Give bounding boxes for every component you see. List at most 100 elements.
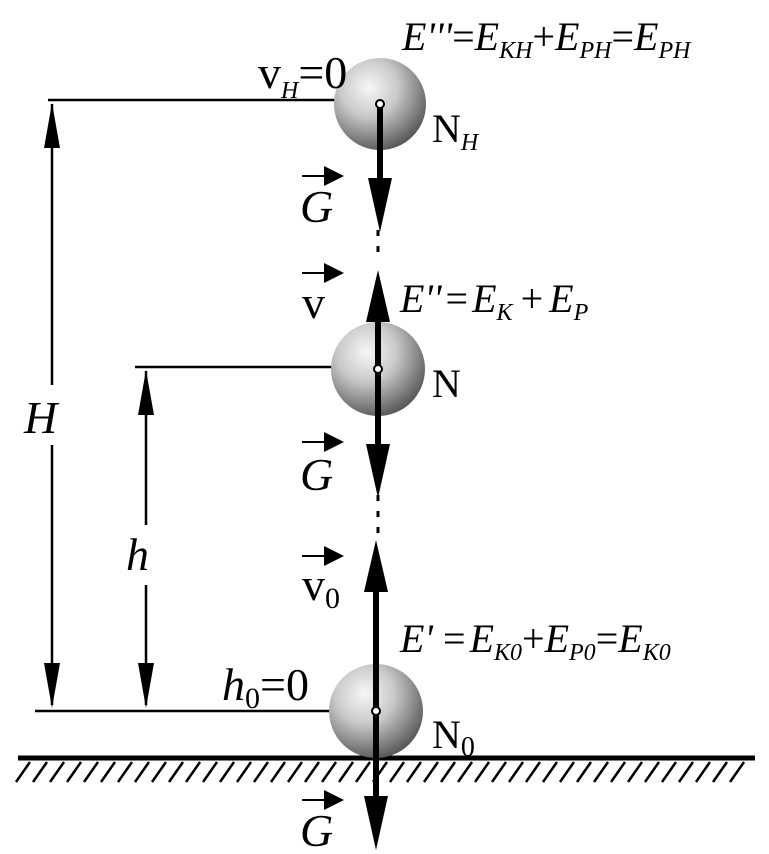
label-point-middle: N xyxy=(432,361,461,406)
hatch-stroke xyxy=(184,761,202,783)
gravity-symbol: G xyxy=(300,181,333,232)
hatch-stroke xyxy=(99,761,117,783)
svg-text:NH: NH xyxy=(432,106,480,156)
point-top xyxy=(375,99,385,109)
hatch-stroke xyxy=(65,761,83,783)
dimension-h-label: h xyxy=(126,529,149,580)
ek-subscript: KH xyxy=(498,38,534,64)
hatch-stroke xyxy=(609,761,627,783)
gravity-arrow-top xyxy=(368,104,392,232)
dimension-h-arrow-down xyxy=(138,663,154,708)
hatch-stroke xyxy=(422,761,440,783)
gravity-symbol: G xyxy=(300,449,333,500)
v-symbol: v xyxy=(258,47,281,98)
gravity-symbol: G xyxy=(300,805,333,854)
velocity-subscript: 0 xyxy=(325,582,340,615)
dimension-h: h xyxy=(122,370,172,708)
ek-symbol: E xyxy=(474,14,499,59)
plus: + xyxy=(521,276,544,321)
hatch-stroke xyxy=(116,761,134,783)
hatch-stroke xyxy=(286,761,304,783)
ep-subscript: PH xyxy=(578,38,613,64)
hatch-stroke xyxy=(201,761,219,783)
dimension-H-label: H xyxy=(23,392,60,443)
dimension-H-arrow-down xyxy=(44,663,60,708)
hatch-stroke xyxy=(728,761,746,783)
hatch-stroke xyxy=(592,761,610,783)
equals: = xyxy=(596,616,619,661)
energy-lhs: E''' xyxy=(401,14,454,59)
hatch-stroke xyxy=(524,761,542,783)
label-top-velocity: vH=0 xyxy=(258,47,347,104)
ep-symbol: E xyxy=(548,276,573,321)
label-bottom-energy: E'=EK0+EP0=EK0 xyxy=(399,616,671,666)
label-gravity-bottom: G xyxy=(300,790,344,854)
label-top-energy: E'''=EKH+EPH=EPH xyxy=(401,14,692,64)
energy-lhs: E' xyxy=(399,616,434,661)
hatch-stroke xyxy=(252,761,270,783)
hatch-stroke xyxy=(235,761,253,783)
hatch-stroke xyxy=(694,761,712,783)
height-value: =0 xyxy=(260,659,309,710)
plus: + xyxy=(532,14,555,59)
hatch-stroke xyxy=(626,761,644,783)
ep-subscript: P0 xyxy=(568,640,596,666)
result-subscript: K0 xyxy=(642,640,671,666)
hatch-stroke xyxy=(711,761,729,783)
equals: = xyxy=(443,616,466,661)
dimension-h-arrow-up xyxy=(138,370,154,415)
hatch-stroke xyxy=(439,761,457,783)
plus: + xyxy=(522,616,545,661)
equals: = xyxy=(452,14,475,59)
v-subscript: H xyxy=(280,78,300,104)
hatch-stroke xyxy=(31,761,49,783)
point-subscript: 0 xyxy=(461,732,475,763)
hatch-stroke xyxy=(507,761,525,783)
ek-symbol: E xyxy=(471,276,496,321)
hatch-stroke xyxy=(303,761,321,783)
velocity-symbol: v xyxy=(302,277,325,328)
ek-symbol: E xyxy=(469,616,494,661)
equals: = xyxy=(446,276,469,321)
hatch-stroke xyxy=(541,761,559,783)
label-point-bottom: N0 xyxy=(432,712,475,763)
velocity-arrow-middle xyxy=(366,270,390,369)
ek-subscript: K0 xyxy=(493,640,522,666)
hatch-stroke xyxy=(337,761,355,783)
hatch-stroke xyxy=(320,761,338,783)
velocity-symbol: v xyxy=(302,559,325,610)
hatch-stroke xyxy=(575,761,593,783)
point-symbol: N xyxy=(432,712,461,757)
label-bottom-velocity: v0 xyxy=(302,546,344,615)
hatch-stroke xyxy=(490,761,508,783)
svg-text:N0: N0 xyxy=(432,712,475,763)
ep-symbol: E xyxy=(554,14,579,59)
svg-text:v0: v0 xyxy=(302,559,340,615)
energy-lhs: E'' xyxy=(399,276,443,321)
dimension-H-arrow-up xyxy=(44,103,60,148)
hatch-stroke xyxy=(473,761,491,783)
point-subscript: H xyxy=(460,130,480,156)
hatch-stroke xyxy=(167,761,185,783)
result-symbol: E xyxy=(633,14,658,59)
hatch-stroke xyxy=(14,761,32,783)
hatch-stroke xyxy=(405,761,423,783)
ek-subscript: K xyxy=(496,300,515,326)
label-gravity-middle: G xyxy=(300,432,344,500)
label-point-top: NH xyxy=(432,106,480,156)
velocity-arrow-bottom xyxy=(364,540,388,711)
ground-hatching xyxy=(14,761,746,783)
svg-text:h0=0: h0=0 xyxy=(222,659,309,715)
result-subscript: PH xyxy=(657,38,692,64)
hatch-stroke xyxy=(388,761,406,783)
hatch-stroke xyxy=(456,761,474,783)
label-middle-energy: E''=EK+EP xyxy=(399,276,589,326)
label-gravity-top: G xyxy=(300,166,344,232)
hatch-stroke xyxy=(82,761,100,783)
point-symbol: N xyxy=(432,106,461,151)
svg-text:E''=EK+EP: E''=EK+EP xyxy=(399,276,589,326)
hatch-stroke xyxy=(133,761,151,783)
hatch-stroke xyxy=(558,761,576,783)
svg-text:E'''=EKH+EPH=EPH: E'''=EKH+EPH=EPH xyxy=(401,14,692,64)
